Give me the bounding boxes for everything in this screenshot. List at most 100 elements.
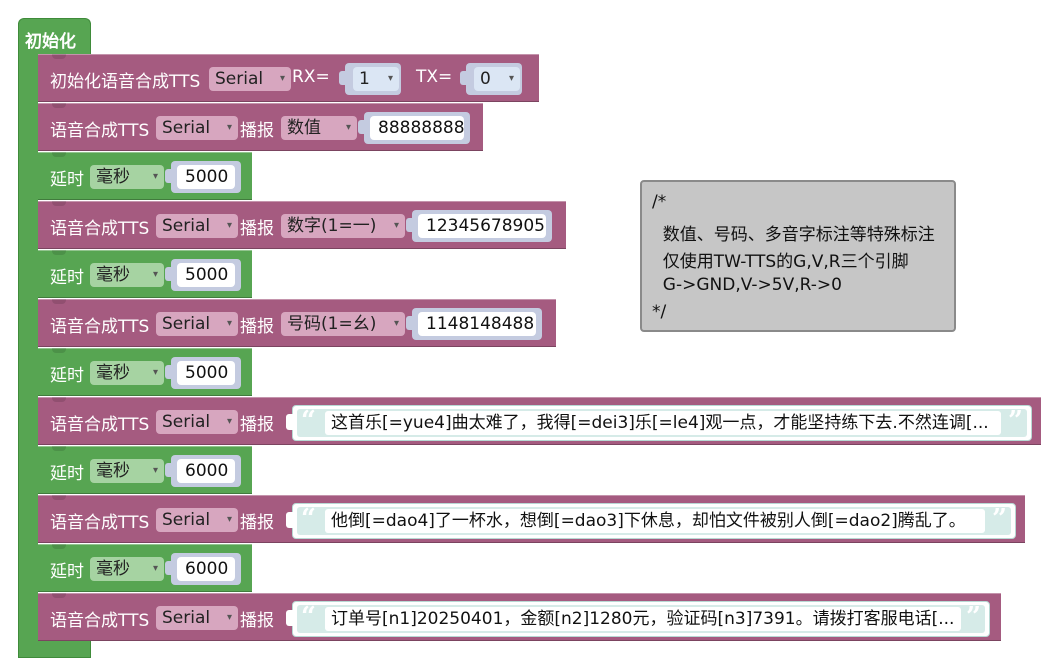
chevron-down-icon: ▾ xyxy=(152,563,158,574)
comment-line: G->GND,V->5V,R->0 xyxy=(652,275,842,295)
rx-dropdown[interactable]: 1 ▾ xyxy=(353,67,399,91)
serial-dropdown[interactable]: Serial ▾ xyxy=(156,606,238,630)
delay-block[interactable]: 延时 毫秒 ▾ 6000 xyxy=(38,446,252,494)
init-block-header[interactable] xyxy=(18,18,91,56)
delay-block[interactable]: 延时 毫秒 ▾ 5000 xyxy=(38,250,252,298)
broadcast-label: 播报 xyxy=(240,317,274,337)
chevron-down-icon: ▾ xyxy=(508,73,514,84)
broadcast-label: 播报 xyxy=(240,611,274,631)
rx-value: 1 xyxy=(359,69,370,89)
tts-broadcast-block[interactable]: 语音合成TTS Serial ▾ 播报 “ 他倒[=dao4]了一杯水，想倒[=… xyxy=(38,495,1025,543)
unit-value: 毫秒 xyxy=(96,363,130,383)
serial-dropdown[interactable]: Serial ▾ xyxy=(156,312,238,336)
unit-dropdown[interactable]: 毫秒 ▾ xyxy=(90,263,164,287)
tx-dropdown[interactable]: 0 ▾ xyxy=(474,67,520,91)
init-block-spine xyxy=(18,54,38,646)
mode-value: 数字(1=一) xyxy=(287,216,377,236)
chevron-down-icon: ▾ xyxy=(393,318,399,329)
chevron-down-icon: ▾ xyxy=(152,171,158,182)
comment-line: 仅使用TW-TTS的G,V,R三个引脚 xyxy=(652,252,909,272)
delay-block[interactable]: 延时 毫秒 ▾ 5000 xyxy=(38,152,252,200)
serial-dropdown-value: Serial xyxy=(162,412,211,432)
tts-broadcast-block[interactable]: 语音合成TTS Serial ▾ 播报 数字(1=一) ▾ 1234567890… xyxy=(38,201,566,249)
close-quote-icon: ” xyxy=(1008,406,1023,436)
unit-dropdown[interactable]: 毫秒 ▾ xyxy=(90,459,164,483)
comment-line: */ xyxy=(652,302,667,322)
tts-label: 语音合成TTS xyxy=(50,219,150,239)
serial-dropdown[interactable]: Serial ▾ xyxy=(156,410,238,434)
value-input[interactable]: 88888888 xyxy=(370,116,465,140)
delay-block[interactable]: 延时 毫秒 ▾ 5000 xyxy=(38,348,252,396)
unit-dropdown[interactable]: 毫秒 ▾ xyxy=(90,557,164,581)
serial-dropdown[interactable]: Serial ▾ xyxy=(156,214,238,238)
delay-block[interactable]: 延时 毫秒 ▾ 6000 xyxy=(38,544,252,592)
mode-dropdown[interactable]: 号码(1=幺) ▾ xyxy=(281,312,405,336)
close-quote-icon: ” xyxy=(992,504,1007,534)
delay-input[interactable]: 5000 xyxy=(177,361,235,385)
delay-label: 延时 xyxy=(50,366,84,386)
delay-input[interactable]: 5000 xyxy=(177,165,235,189)
broadcast-label: 播报 xyxy=(240,121,274,141)
text-input[interactable]: 这首乐[=yue4]曲太难了，我得[=dei3]乐[=le4]观一点，才能坚持练… xyxy=(325,411,1001,435)
init-tts-label: 初始化语音合成TTS xyxy=(50,72,201,92)
unit-value: 毫秒 xyxy=(96,265,130,285)
delay-input[interactable]: 5000 xyxy=(177,263,235,287)
serial-dropdown-value: Serial xyxy=(162,118,211,138)
text-input[interactable]: 订单号[n1]20250401，金额[n2]1280元，验证码[n3]7391。… xyxy=(325,607,961,631)
mode-dropdown[interactable]: 数字(1=一) ▾ xyxy=(281,214,405,238)
init-tts-block[interactable]: 初始化语音合成TTS Serial ▾ RX= 1 ▾ TX= 0 ▾ xyxy=(38,54,539,102)
tts-broadcast-block[interactable]: 语音合成TTS Serial ▾ 播报 号码(1=幺) ▾ 1148148488 xyxy=(38,299,556,347)
chevron-down-icon: ▾ xyxy=(226,220,232,231)
open-quote-icon: “ xyxy=(301,504,316,534)
rx-label: RX= xyxy=(292,67,330,87)
chevron-down-icon: ▾ xyxy=(152,269,158,280)
chevron-down-icon: ▾ xyxy=(226,122,232,133)
init-block-footer xyxy=(18,640,91,658)
tts-broadcast-block[interactable]: 语音合成TTS Serial ▾ 播报 “ 订单号[n1]20250401，金额… xyxy=(38,593,1001,641)
chevron-down-icon: ▾ xyxy=(226,514,232,525)
serial-dropdown[interactable]: Serial ▾ xyxy=(156,508,238,532)
unit-dropdown[interactable]: 毫秒 ▾ xyxy=(90,165,164,189)
tts-broadcast-block[interactable]: 语音合成TTS Serial ▾ 播报 数值 ▾ 88888888 xyxy=(38,103,483,151)
delay-label: 延时 xyxy=(50,562,84,582)
delay-socket: 5000 xyxy=(165,161,241,193)
delay-label: 延时 xyxy=(50,464,84,484)
value-input[interactable]: 1148148488 xyxy=(418,312,536,336)
delay-socket: 5000 xyxy=(165,259,241,291)
text-string-block[interactable]: “ 这首乐[=yue4]曲太难了，我得[=dei3]乐[=le4]观一点，才能坚… xyxy=(286,405,1032,441)
tx-value: 0 xyxy=(480,69,491,89)
value-input[interactable]: 12345678905 xyxy=(418,214,546,238)
text-string-block[interactable]: “ 订单号[n1]20250401，金额[n2]1280元，验证码[n3]739… xyxy=(286,601,990,637)
unit-dropdown[interactable]: 毫秒 ▾ xyxy=(90,361,164,385)
close-quote-icon: ” xyxy=(966,602,981,632)
broadcast-label: 播报 xyxy=(240,415,274,435)
mode-dropdown[interactable]: 数值 ▾ xyxy=(281,116,357,140)
delay-input[interactable]: 6000 xyxy=(177,557,235,581)
delay-input[interactable]: 6000 xyxy=(177,459,235,483)
chevron-down-icon: ▾ xyxy=(279,73,285,84)
text-string-block[interactable]: “ 他倒[=dao4]了一杯水，想倒[=dao3]下休息，却怕文件被别人倒[=d… xyxy=(286,503,1016,539)
chevron-down-icon: ▾ xyxy=(226,318,232,329)
delay-socket: 6000 xyxy=(165,553,241,585)
serial-dropdown-value: Serial xyxy=(162,608,211,628)
init-block-label: 初始化 xyxy=(25,32,76,52)
delay-socket: 5000 xyxy=(165,357,241,389)
tts-broadcast-block[interactable]: 语音合成TTS Serial ▾ 播报 “ 这首乐[=yue4]曲太难了，我得[… xyxy=(38,397,1041,445)
chevron-down-icon: ▾ xyxy=(152,367,158,378)
comment-line: /* xyxy=(652,192,667,212)
mode-value: 数值 xyxy=(287,118,321,138)
serial-dropdown[interactable]: Serial ▾ xyxy=(209,67,291,91)
chevron-down-icon: ▾ xyxy=(152,465,158,476)
serial-dropdown-value: Serial xyxy=(215,69,264,89)
tts-label: 语音合成TTS xyxy=(50,317,150,337)
chevron-down-icon: ▾ xyxy=(345,122,351,133)
serial-dropdown[interactable]: Serial ▾ xyxy=(156,116,238,140)
unit-value: 毫秒 xyxy=(96,559,130,579)
text-input[interactable]: 他倒[=dao4]了一杯水，想倒[=dao3]下休息，却怕文件被别人倒[=dao… xyxy=(325,509,985,533)
unit-value: 毫秒 xyxy=(96,167,130,187)
value-socket: 88888888 xyxy=(358,112,470,144)
delay-socket: 6000 xyxy=(165,455,241,487)
tx-socket: 0 ▾ xyxy=(460,63,522,95)
comment-block[interactable]: /* 数值、号码、多音字标注等特殊标注 仅使用TW-TTS的G,V,R三个引脚 … xyxy=(640,180,956,332)
delay-label: 延时 xyxy=(50,268,84,288)
